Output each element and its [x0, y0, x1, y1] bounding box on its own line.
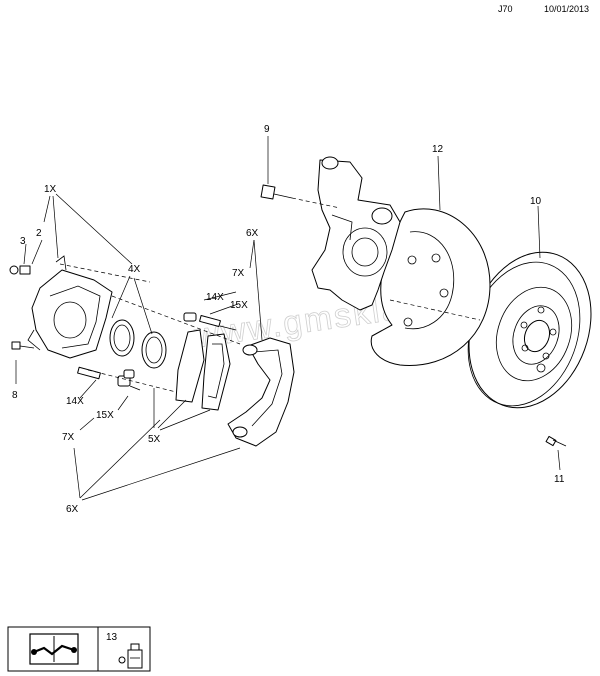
disc-screw — [545, 435, 567, 447]
guide-bolt-left — [11, 341, 35, 350]
piston-seals — [109, 319, 167, 369]
callout-14-top: 14X — [206, 292, 224, 303]
callout-4: 4X — [128, 264, 141, 275]
callout-7-top: 7X — [232, 268, 245, 279]
knuckle-bolt — [260, 184, 341, 209]
callout-14-bottom: 14X — [66, 396, 84, 407]
callout-15-bottom: 15X — [96, 410, 114, 421]
grease-tube-icon — [118, 643, 143, 669]
callout-7-bottom: 7X — [62, 432, 75, 443]
callout-13: 13 — [106, 632, 118, 643]
callout-12: 12 — [432, 144, 444, 155]
callout-11: 11 — [554, 474, 565, 485]
caliper-bracket — [227, 337, 295, 447]
bleed-screw — [9, 265, 31, 275]
diagram-code: J70 — [498, 4, 513, 14]
diagram-date: 10/01/2013 — [544, 4, 589, 14]
callout-6-bottom: 6X — [66, 504, 79, 515]
callout-5: 5X — [148, 434, 161, 445]
steering-knuckle — [311, 156, 401, 311]
callout-6-top: 6X — [246, 228, 259, 239]
callout-10: 10 — [530, 196, 542, 207]
caliper-housing — [27, 255, 113, 359]
brake-disc — [467, 251, 592, 409]
callout-15-top: 15X — [230, 300, 248, 311]
callout-1: 1X — [44, 184, 57, 195]
brake-pads — [175, 329, 231, 411]
splash-shield — [370, 208, 491, 366]
callout-9: 9 — [264, 124, 270, 135]
callout-3: 3 — [20, 236, 26, 247]
callout-8: 8 — [12, 390, 18, 401]
guide-pins-right — [183, 312, 237, 331]
callout-2: 2 — [36, 228, 42, 239]
manual-wrench-icon — [29, 633, 79, 665]
guide-pins-left — [77, 366, 141, 391]
leader-lines — [15, 136, 561, 501]
